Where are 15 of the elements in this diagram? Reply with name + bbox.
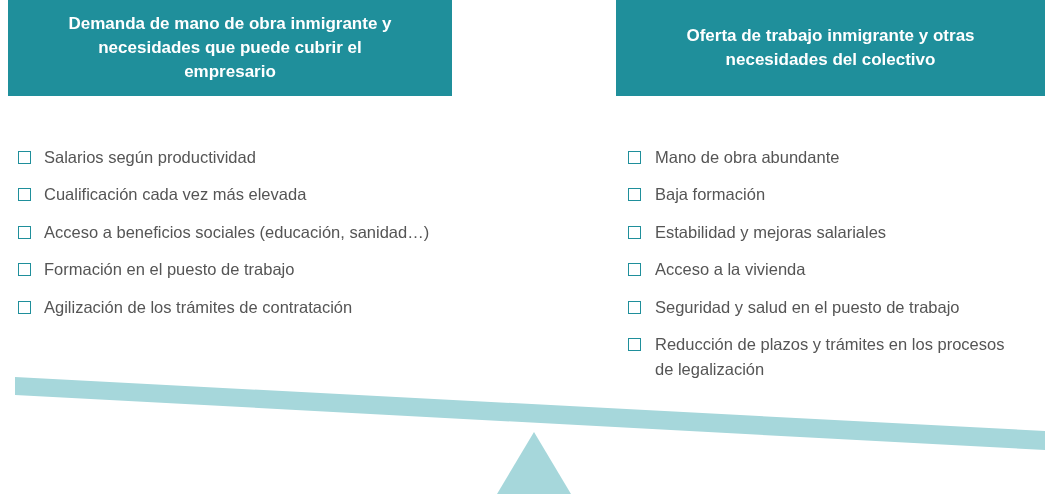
list-item: Estabilidad y mejoras salariales: [655, 222, 887, 243]
list-item: Mano de obra abundante: [655, 147, 840, 168]
header-text: Oferta de trabajo inmigrante y otras necesidades del colectivo: [685, 25, 976, 71]
list-item: Agilización de los trámites de contratación: [44, 297, 353, 318]
header-box: [616, 0, 1045, 96]
list-item: Baja formación: [655, 184, 766, 205]
list-item: Cualificación cada vez más elevada: [44, 184, 307, 205]
list-item: Acceso a beneficios sociales (educación, sanidad…): [44, 222, 430, 243]
list-item: Salarios según productividad: [44, 147, 256, 168]
list-item: Reducción de plazos y trámites en los procesos de legalización: [655, 334, 1006, 380]
header-box: [8, 0, 452, 96]
list-item: Seguridad y salud en el puesto de trabajo: [655, 297, 960, 318]
header-text: Demanda de mano de obra inmigrante y necesidades que puede cubrir el empresario: [68, 13, 392, 83]
list-item: Formación en el puesto de trabajo: [44, 259, 295, 280]
list-item: Acceso a la vivienda: [655, 259, 806, 280]
